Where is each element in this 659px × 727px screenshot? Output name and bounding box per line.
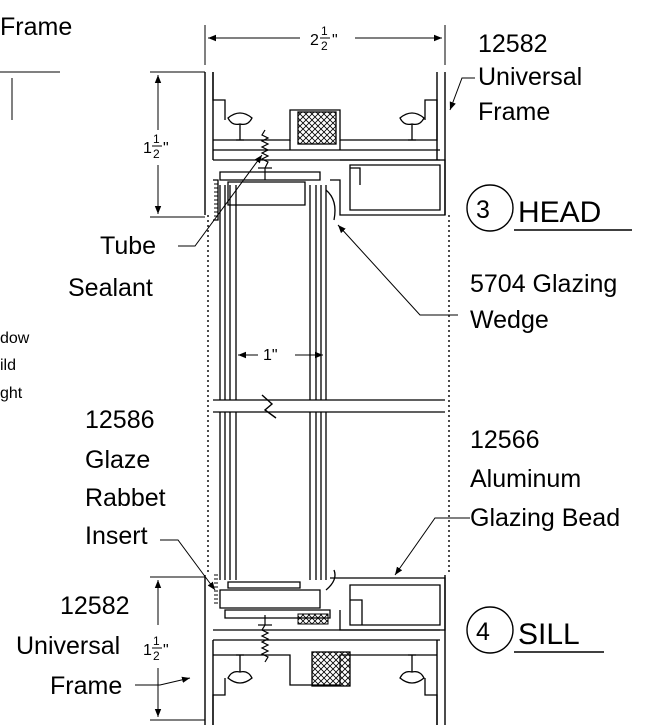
- insert-line3: Insert: [85, 522, 148, 550]
- bead-number: 12566: [470, 426, 540, 454]
- leader-lines: [135, 77, 475, 686]
- bead-line1: Aluminum: [470, 465, 581, 493]
- tube-sealant-bead: [214, 183, 218, 604]
- frame-outline: [204, 72, 450, 725]
- glazing-wedge-shape: [325, 189, 336, 221]
- sill-height-den: 2: [153, 649, 160, 663]
- sill-spring: [258, 615, 272, 663]
- head-height-inch: ": [163, 140, 169, 157]
- sill-section-circle: [466, 606, 514, 654]
- sill-section-number: 4: [476, 618, 490, 646]
- dimension-lines: [0, 25, 446, 721]
- head-spring: [258, 129, 272, 180]
- head-gasket: [297, 111, 337, 145]
- frame-partial-label: Frame: [0, 13, 72, 41]
- glazing-wedge-line2: Wedge: [470, 306, 549, 334]
- sill-frame-number: 12582: [60, 592, 130, 620]
- overall-width-dimension: 2 1 2 ": [310, 24, 338, 53]
- sill-height-whole: 1: [143, 642, 152, 659]
- tube-sealant-line2: Sealant: [68, 274, 153, 302]
- head-frame-line1: Universal: [478, 63, 582, 91]
- window-build-line2: ild: [0, 357, 16, 374]
- sill-height-num: 1: [153, 634, 160, 648]
- head-height-dimension: 1 1 2 ": [143, 132, 169, 161]
- sill-setting-block: [297, 613, 329, 625]
- insert-line1: Glaze: [85, 446, 150, 474]
- head-section-circle: [466, 184, 514, 232]
- glass-thickness-dimension: 1": [263, 347, 278, 364]
- sill-gasket: [311, 651, 351, 687]
- head-glass-insert: [219, 171, 321, 206]
- overall-width-num: 1: [321, 24, 328, 38]
- window-build-line1: dow: [0, 330, 30, 347]
- overall-width-whole: 2: [310, 32, 319, 49]
- glazing-wedge-line1: 5704 Glazing: [470, 270, 617, 298]
- bead-line2: Glazing Bead: [470, 504, 620, 532]
- sill-frame-extrusion: [212, 577, 446, 725]
- sill-frame-line2: Frame: [50, 672, 122, 700]
- head-frame-line2: Frame: [478, 98, 550, 126]
- overall-width-inch: ": [332, 32, 338, 49]
- insert-number: 12586: [85, 406, 155, 434]
- head-section-number: 3: [476, 196, 490, 224]
- sill-wedge-shape: [325, 569, 336, 591]
- sill-height-dimension: 1 1 2 ": [143, 634, 169, 663]
- head-section-label: HEAD: [518, 196, 601, 229]
- head-height-num: 1: [153, 132, 160, 146]
- head-frame-extrusion: [212, 72, 446, 216]
- tube-sealant-line1: Tube: [100, 232, 156, 260]
- head-height-whole: 1: [143, 140, 152, 157]
- head-frame-number: 12582: [478, 30, 548, 58]
- sill-section-label: SILL: [518, 618, 580, 651]
- window-build-line3: ght: [0, 385, 23, 402]
- head-height-den: 2: [153, 147, 160, 161]
- sill-height-inch: ": [163, 642, 169, 659]
- glass-unit: [213, 179, 445, 580]
- sill-frame-line1: Universal: [16, 632, 120, 660]
- overall-width-den: 2: [321, 39, 328, 53]
- insert-line2: Rabbet: [85, 484, 166, 512]
